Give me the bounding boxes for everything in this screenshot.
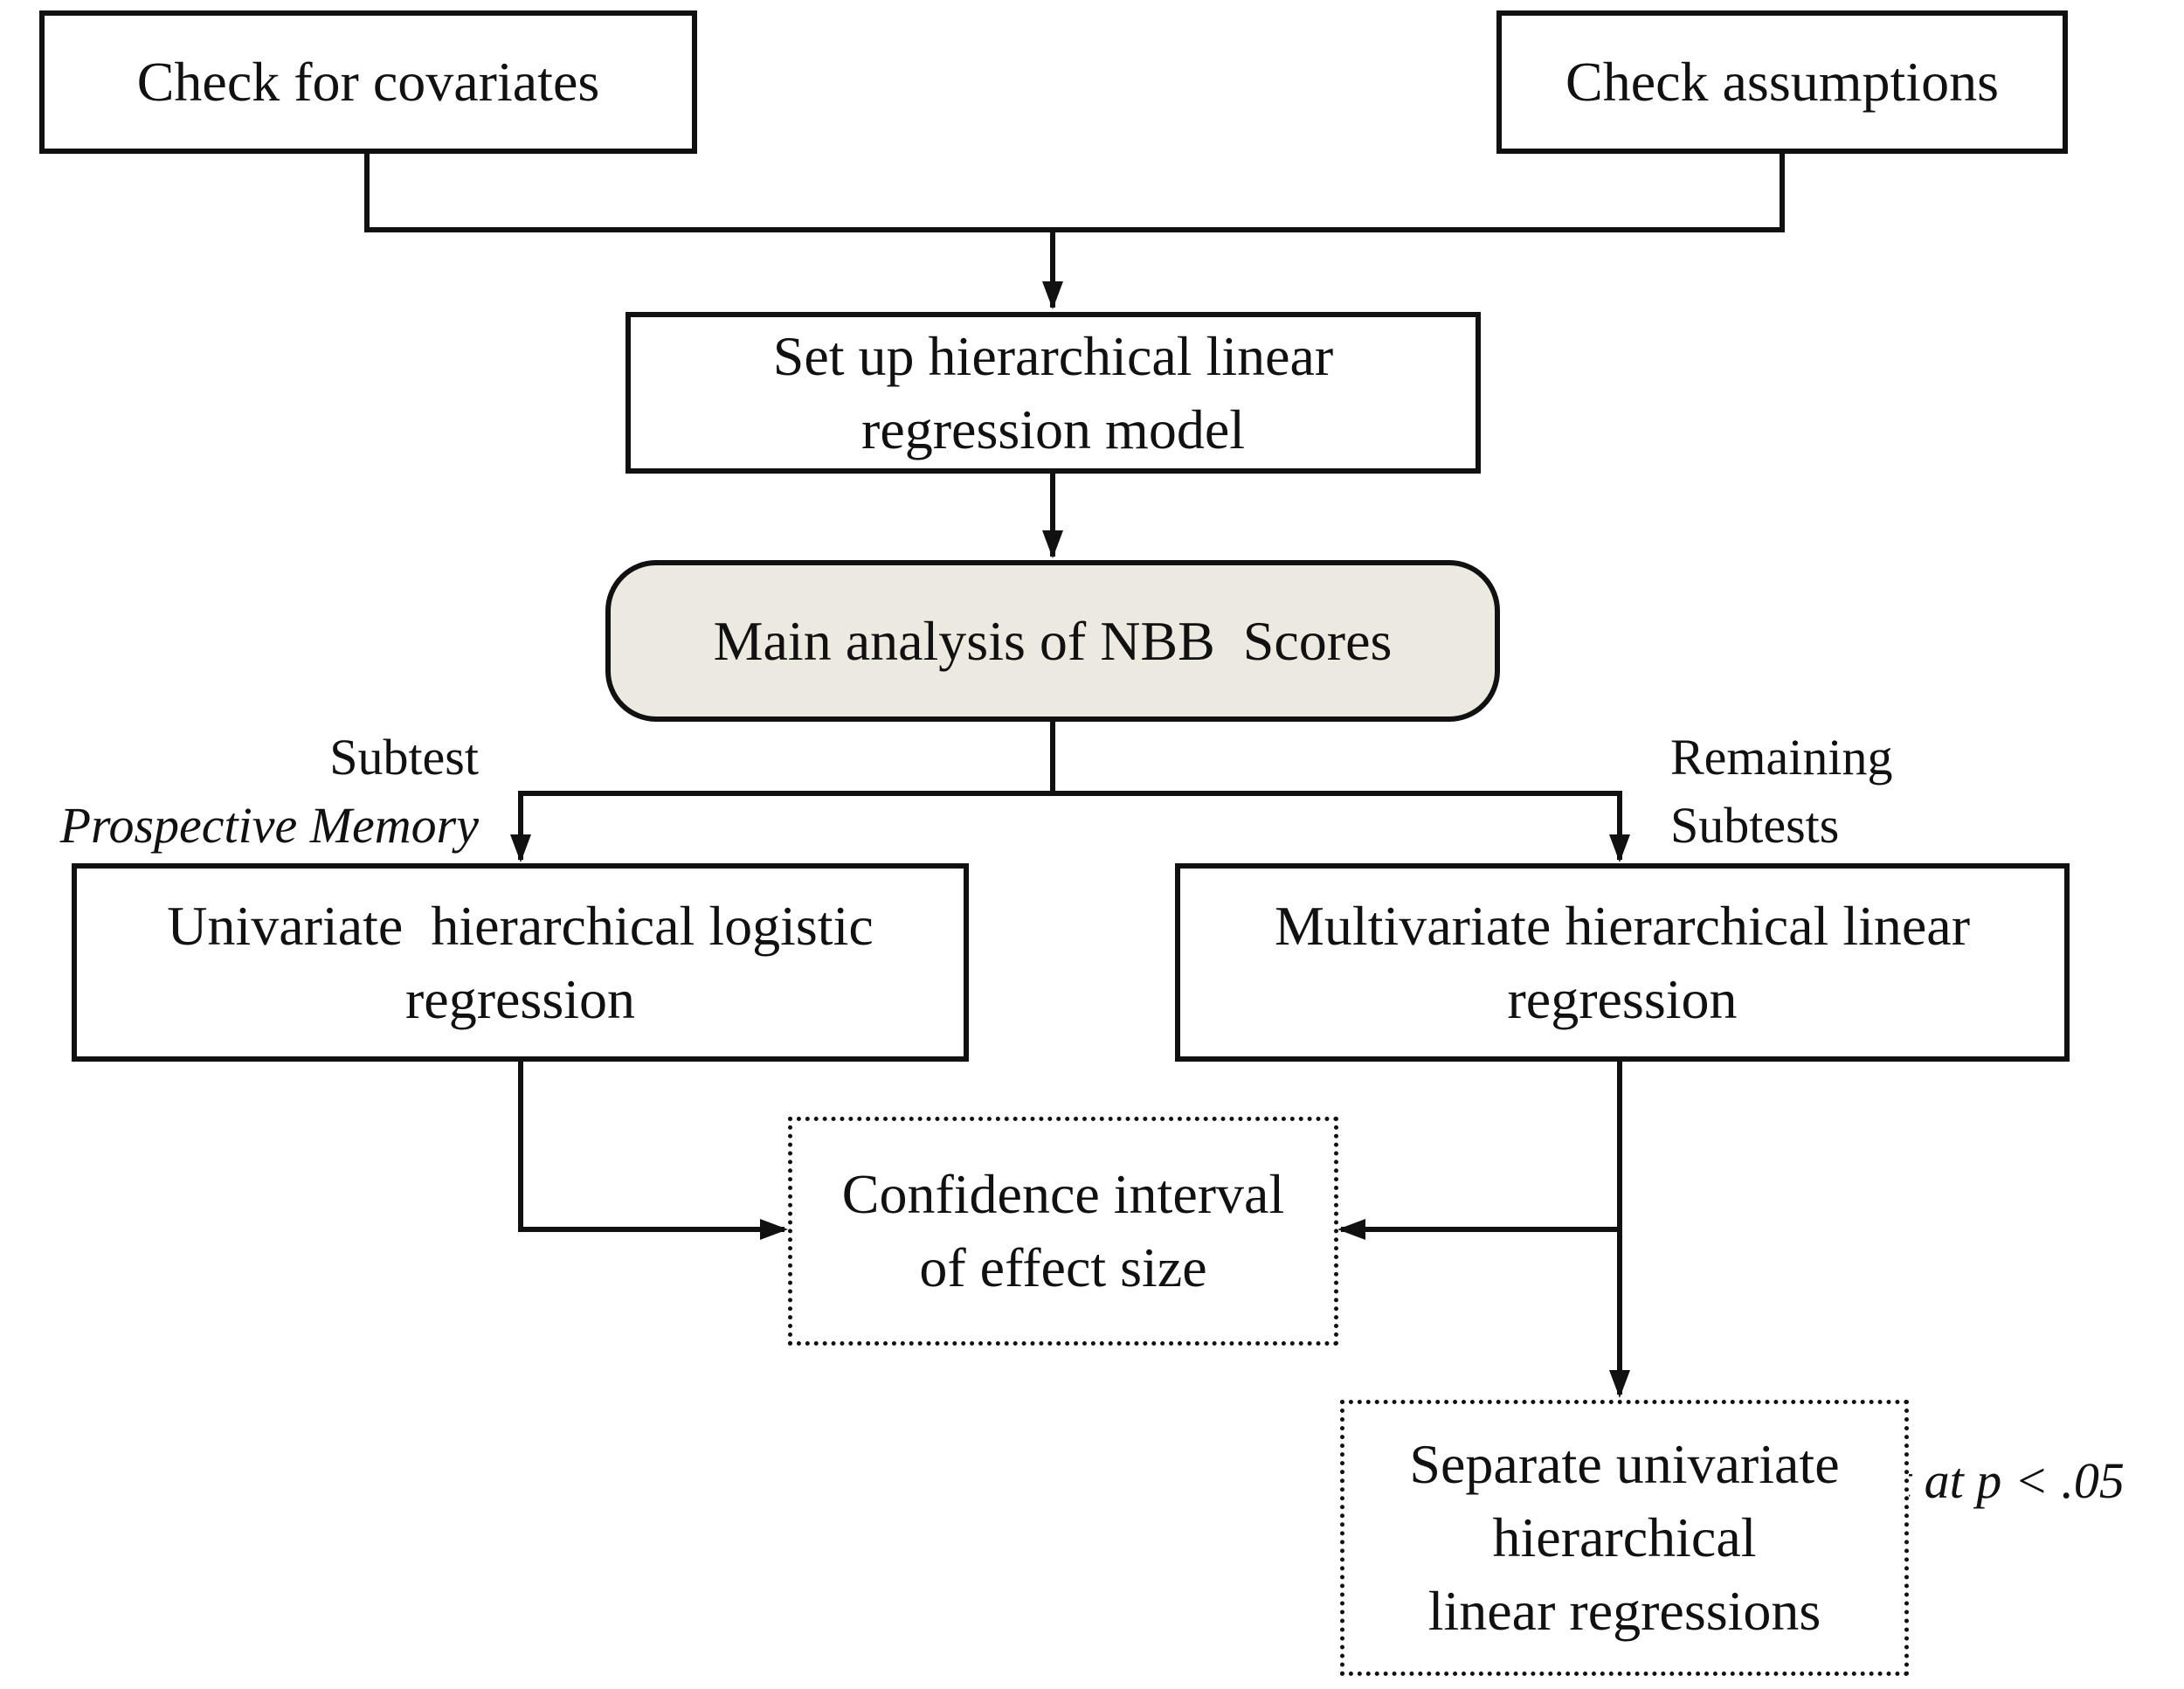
arrowhead-univariate xyxy=(510,834,531,862)
arrowhead-separate xyxy=(1609,1370,1630,1398)
check-covariates-box: Check for covariates xyxy=(39,10,697,154)
arrowhead-confidence-right xyxy=(1337,1219,1365,1240)
separate-text-line1: Separate univariate xyxy=(1409,1433,1840,1495)
multivariate-text-line2: regression xyxy=(1507,967,1738,1030)
main-analysis-box: Main analysis of NBB Scores xyxy=(605,560,1500,722)
setup-model-text-line2: regression model xyxy=(861,398,1245,460)
check-covariates-text: Check for covariates xyxy=(136,51,600,113)
separate-univariate-box: Separate univariate hierarchical linear … xyxy=(1340,1400,1909,1676)
setup-model-box: Set up hierarchical linear regression mo… xyxy=(625,312,1481,474)
arrowhead-setup xyxy=(1042,281,1063,309)
confidence-text-line1: Confidence interval xyxy=(841,1163,1285,1225)
remaining-label-line2: Subtests xyxy=(1670,797,1840,854)
arrowhead-main xyxy=(1042,530,1063,558)
remaining-subtests-label: Remaining Subtests xyxy=(1670,723,1893,860)
subtest-label-line2: Prospective Memory xyxy=(59,797,479,854)
edge-univariate-confidence xyxy=(518,1062,784,1232)
main-analysis-text: Main analysis of NBB Scores xyxy=(713,609,1393,672)
univariate-text-line2: regression xyxy=(404,967,636,1030)
remaining-label-line1: Remaining xyxy=(1670,729,1893,786)
separate-text-line3: linear regressions xyxy=(1427,1580,1821,1642)
univariate-text-line1: Univariate hierarchical logistic xyxy=(167,894,874,957)
setup-model-text-line1: Set up hierarchical linear xyxy=(772,324,1334,387)
multivariate-text-line1: Multivariate hierarchical linear xyxy=(1274,894,1971,957)
edge-main-split xyxy=(1050,722,1620,796)
arrowhead-multivariate xyxy=(1609,834,1630,862)
multivariate-linear-box: Multivariate hierarchical linear regress… xyxy=(1175,863,2070,1062)
subtest-label: Subtest Prospective Memory xyxy=(9,723,479,860)
confidence-text-line2: of effect size xyxy=(919,1236,1207,1298)
confidence-interval-box: Confidence interval of effect size xyxy=(788,1117,1338,1346)
arrowhead-confidence-left xyxy=(760,1219,788,1240)
check-assumptions-box: Check assumptions xyxy=(1496,10,2068,154)
subtest-label-line1: Subtest xyxy=(329,729,479,786)
separate-text-line2: hierarchical xyxy=(1492,1506,1757,1568)
check-assumptions-text: Check assumptions xyxy=(1565,51,1999,113)
univariate-logistic-box: Univariate hierarchical logistic regress… xyxy=(72,863,969,1062)
edge-covariates-merge xyxy=(364,154,1785,232)
